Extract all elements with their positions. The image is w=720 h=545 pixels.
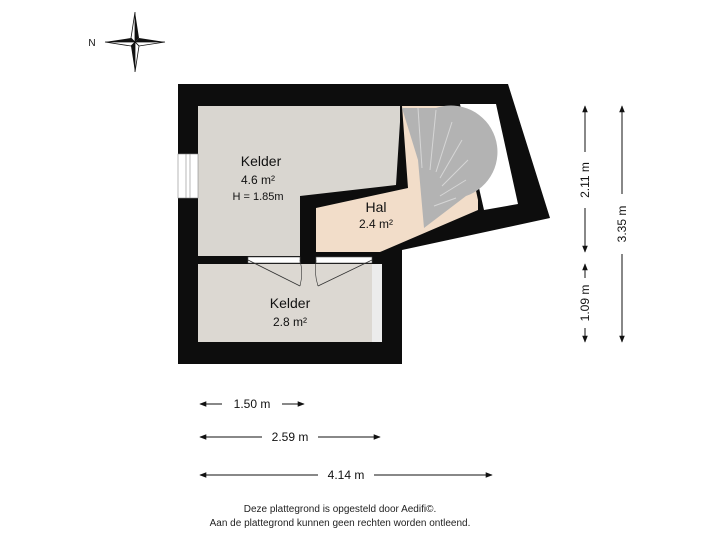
footer-credit-line2: Aan de plattegrond kunnen geen rechten w… bbox=[210, 518, 471, 529]
spiral-stair-icon bbox=[402, 105, 498, 228]
dimension-width-1: 1.50 m bbox=[199, 397, 305, 411]
dimension-width-1-label: 1.50 m bbox=[234, 397, 271, 411]
room-hal-name: Hal bbox=[365, 199, 386, 215]
compass-rose-icon bbox=[104, 11, 166, 73]
dimension-height-total: 3.35 m bbox=[615, 105, 629, 343]
footer-credit-line1: Deze plattegrond is opgesteld door Aedif… bbox=[244, 504, 437, 515]
dimension-width-2-label: 2.59 m bbox=[272, 430, 309, 444]
interior-wall-post bbox=[300, 252, 316, 264]
dimension-width-3: 4.14 m bbox=[199, 468, 493, 482]
dimension-height-2: 1.09 m bbox=[578, 263, 592, 343]
dimension-height-total-label: 3.35 m bbox=[615, 206, 629, 243]
window-left bbox=[177, 153, 199, 199]
room-hal-area: 2.4 m² bbox=[359, 217, 393, 231]
room-kelder-bottom-area: 2.8 m² bbox=[273, 315, 307, 329]
dimension-height-2-label: 1.09 m bbox=[578, 285, 592, 322]
kelder-bottom-wall-strip bbox=[372, 264, 382, 342]
room-kelder-top-area: 4.6 m² bbox=[241, 173, 275, 187]
door-right bbox=[315, 256, 373, 287]
kelder-bottom-floor bbox=[198, 264, 372, 342]
kelder-top-floor bbox=[198, 106, 400, 256]
room-kelder-top-height: H = 1.85m bbox=[232, 191, 283, 203]
room-kelder-top-name: Kelder bbox=[241, 153, 282, 169]
dimension-width-3-label: 4.14 m bbox=[328, 468, 365, 482]
dimension-width-2: 2.59 m bbox=[199, 430, 381, 444]
compass-north-label: N bbox=[88, 38, 95, 49]
dimension-height-1-label: 2.11 m bbox=[578, 162, 592, 198]
interior-wall-horizontal bbox=[198, 256, 248, 264]
interior-wall-right bbox=[372, 252, 402, 264]
door-left bbox=[247, 256, 302, 287]
dimension-height-1: 2.11 m bbox=[578, 105, 592, 253]
room-kelder-bottom-name: Kelder bbox=[270, 295, 311, 311]
